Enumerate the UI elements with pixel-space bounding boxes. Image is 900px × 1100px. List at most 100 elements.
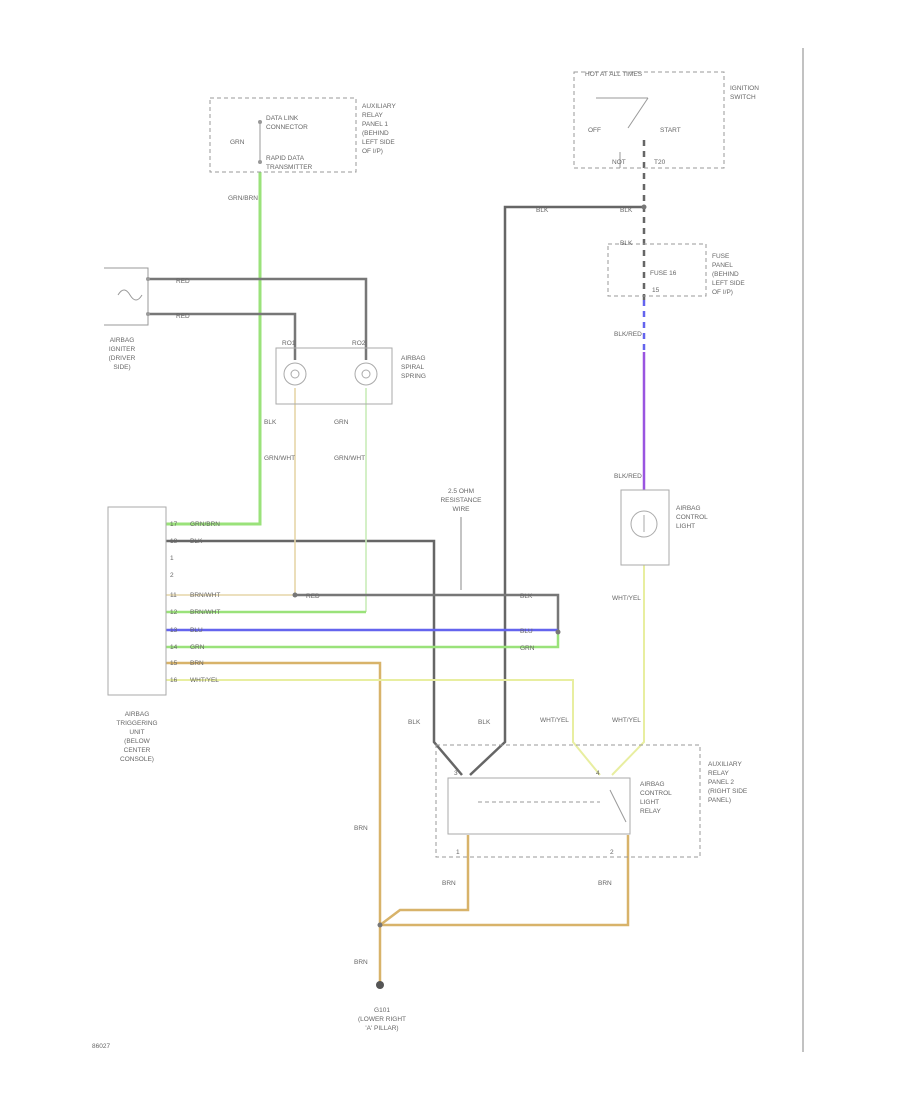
fuse-desc-e: OF I/P) (712, 289, 733, 296)
igniter-label-c: (DRIVER (109, 355, 136, 362)
wire-label-blu-run: BLU (520, 628, 533, 635)
junction-dot (555, 629, 561, 635)
spiral-label-a: AIRBAG (401, 355, 426, 362)
trigger-pin-wire-label: BRN/WHT (190, 609, 220, 616)
ignition-pin-a: NOT (612, 159, 626, 166)
resistance-label-c: WIRE (453, 506, 471, 513)
control-light-box (620, 489, 670, 566)
data-link-wire-tag: GRN (230, 139, 245, 146)
resistance-label-b: RESISTANCE (440, 497, 482, 504)
relay-label-b: CONTROL (640, 790, 672, 797)
wire-wht-yel-light (611, 565, 645, 776)
ignition-off: OFF (588, 127, 601, 134)
trigger-pin-wire-label: WHT/YEL (190, 677, 219, 684)
wire-blk-ignition (469, 205, 644, 776)
wire-label-brn-1: BRN (354, 825, 368, 832)
ignition-contact (627, 97, 649, 129)
aux-relay-1-c: PANEL 1 (362, 121, 388, 128)
spiral-terminal-2: RO2 (352, 340, 366, 347)
wire-red-run (295, 593, 560, 632)
relay-panel-b: RELAY (708, 770, 729, 777)
wire-label-blk-top: BLK (536, 207, 549, 214)
igniter-pin-1 (146, 277, 150, 281)
data-link-pin-4: TRANSMITTER (266, 164, 313, 171)
trigger-pin-number: 12 (170, 609, 178, 616)
fuse-desc-c: (BEHIND (712, 271, 739, 278)
wire-label-wht-yel-3: WHT/YEL (612, 717, 641, 724)
trigger-pin-wire-label: BLU (190, 627, 203, 634)
relay-panel-box (435, 744, 701, 858)
trigger-pin-number: 13 (170, 627, 178, 634)
aux-relay-1-f: OF I/P) (362, 148, 383, 155)
fuse-desc-d: LEFT SIDE (712, 280, 745, 287)
fuse-amp: 15 (652, 287, 660, 294)
trigger-label-b: TRIGGERING (116, 720, 157, 727)
relay-pin-3: 3 (454, 770, 458, 777)
aux-relay-1-a: AUXILIARY (362, 103, 397, 110)
relay-label-c: LIGHT (640, 799, 659, 806)
relay-label-d: RELAY (640, 808, 661, 815)
relay-panel-c: PANEL 2 (708, 779, 734, 786)
spiral-spring-box (275, 347, 393, 405)
igniter-label-b: IGNITER (109, 346, 136, 353)
trigger-pin-wire-label: GRN (190, 644, 205, 651)
trigger-pin-wire-label: BRN/WHT (190, 592, 220, 599)
wire-grn-brn (166, 172, 262, 526)
control-light-bulb-icon (630, 510, 658, 538)
relay-contact (609, 789, 627, 823)
wire-label-wht-yel-1: WHT/YEL (612, 595, 641, 602)
wire-label-grn-spiral: GRN (334, 419, 349, 426)
trigger-pin-number: 2 (170, 572, 174, 579)
spiral-label-b: SPIRAL (401, 364, 425, 371)
trigger-pin-wire-label: BRN (190, 660, 204, 667)
ignition-title: HOT AT ALL TIMES (585, 71, 643, 78)
ground-label-c: 'A' PILLAR) (365, 1025, 398, 1032)
control-light-label-c: LIGHT (676, 523, 695, 530)
relay-pin-1: 1 (456, 849, 460, 856)
wire-igniter-bottom (148, 312, 297, 360)
wire-brn-ground (166, 661, 382, 985)
wire-label-grn-wht-1: GRN/WHT (264, 455, 295, 462)
trigger-label-f: CONSOLE) (120, 756, 154, 763)
relay-box (447, 777, 631, 835)
fuse-panel-box (607, 243, 707, 297)
triggering-unit-box (107, 506, 167, 696)
ignition-pin-b: T20 (654, 159, 666, 166)
ground-point-icon (376, 981, 384, 989)
spiral-inner-right (361, 369, 371, 379)
wire-label-blk-down-1: BLK (408, 719, 421, 726)
igniter-label-d: SIDE) (113, 364, 130, 371)
wire-label-grn-brn: GRN/BRN (228, 195, 258, 202)
wire-label-brn-2: BRN (442, 880, 456, 887)
wire-label-red-igniter-2: RED (176, 313, 190, 320)
trigger-label-c: UNIT (129, 729, 144, 736)
trigger-pin-wire-label: BLK (190, 538, 203, 545)
aux-relay-1-d: (BEHIND (362, 130, 389, 137)
fuse-desc-a: FUSE (712, 253, 730, 260)
relay-panel-a: AUXILIARY (708, 761, 743, 768)
wire-label-grn-run: GRN (520, 645, 535, 652)
wire-label-brn-3: BRN (598, 880, 612, 887)
data-link-box (209, 97, 357, 173)
fuse-desc-b: PANEL (712, 262, 733, 269)
trigger-pin-number: 16 (170, 677, 178, 684)
igniter-pin-2 (146, 312, 150, 316)
aux-relay-1-e: LEFT SIDE (362, 139, 395, 146)
wire-label-blk-run: BLK (520, 593, 533, 600)
ignition-label-a: IGNITION (730, 85, 759, 92)
trigger-pin-number: 18 (170, 538, 178, 545)
ignition-switch-box (573, 71, 725, 169)
wire-brn-relay-2 (380, 835, 630, 927)
spiral-label-c: SPRING (401, 373, 426, 380)
trigger-pin-number: 1 (170, 555, 174, 562)
wire-wht-yel (166, 679, 601, 776)
trigger-pin-wire-label: GRN/BRN (190, 521, 220, 528)
spiral-inner-left (290, 369, 300, 379)
igniter-label-a: AIRBAG (110, 337, 135, 344)
relay-pin-4: 4 (596, 770, 600, 777)
relay-label-a: AIRBAG (640, 781, 665, 788)
wire-label-blk-red-2: BLK/RED (614, 473, 642, 480)
junction-dot (377, 922, 383, 928)
data-link-pin-1: DATA LINK (266, 115, 299, 122)
